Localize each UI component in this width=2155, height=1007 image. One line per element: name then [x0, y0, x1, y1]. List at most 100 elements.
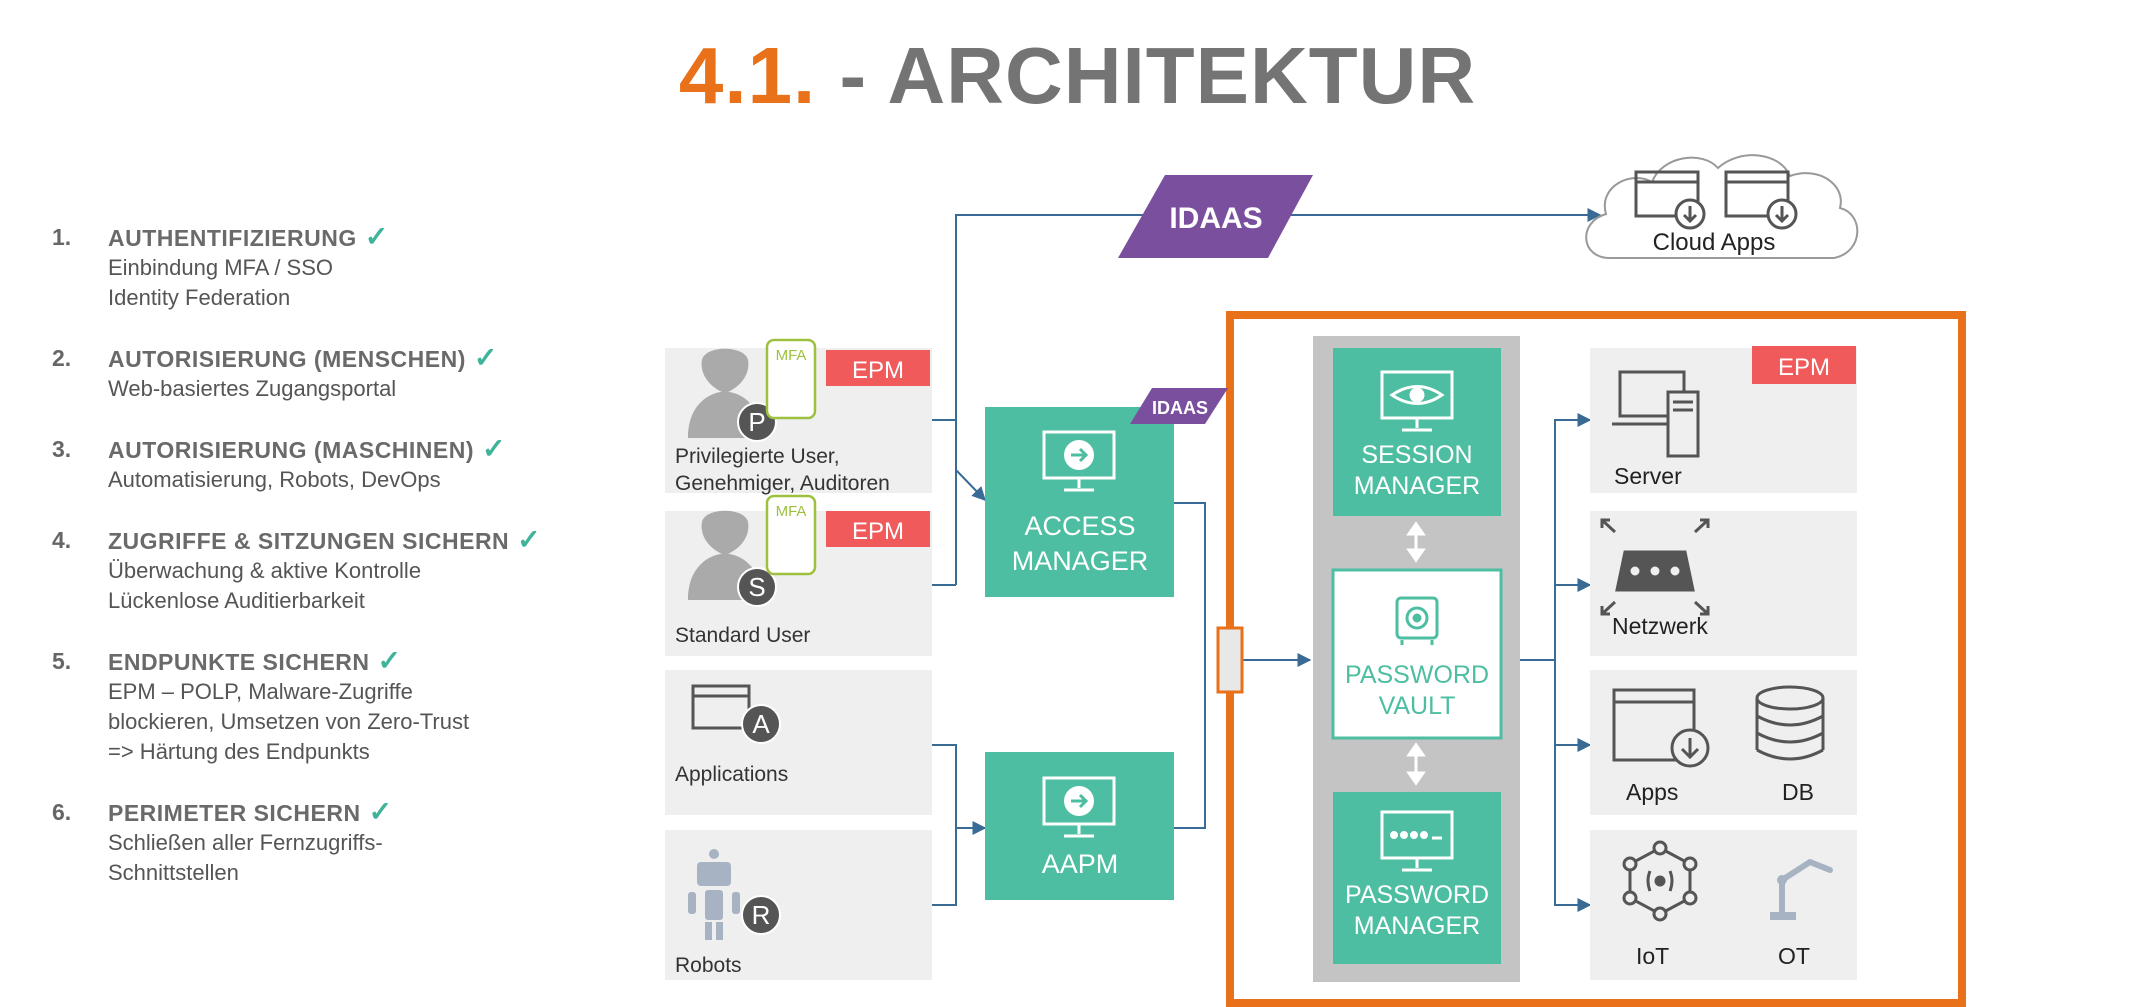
- perimeter-gateway: [1216, 626, 1244, 694]
- list-number: 1.: [52, 224, 72, 250]
- robot-arm-icon: [1770, 859, 1833, 920]
- password-manager-box: PASSWORD MANAGER: [1333, 792, 1501, 964]
- database-icon: [1755, 685, 1825, 761]
- user-badge-letter: S: [748, 572, 765, 602]
- list-item-perimeter: 6. PERIMETER SICHERN✓ Schließen aller Fe…: [52, 797, 612, 888]
- epm-label: EPM: [1778, 354, 1830, 381]
- epm-badge: [826, 511, 930, 547]
- apps-window-icon: [1612, 688, 1710, 768]
- list-number: 3.: [52, 436, 72, 462]
- user-box-applications: A Applications: [665, 670, 932, 815]
- connector-lines: [932, 208, 1602, 912]
- cloud-label: Cloud Apps: [1653, 229, 1776, 256]
- list-description: Schnittstellen: [108, 860, 239, 885]
- connector-to-apps: [1554, 660, 1592, 752]
- check-icon: ✓: [364, 221, 389, 252]
- connector-robots-to-aapm: [932, 828, 957, 906]
- target-label: Netzwerk: [1612, 613, 1708, 639]
- iot-hexagon-icon: [1622, 840, 1698, 922]
- connector-to-iot: [1554, 745, 1592, 912]
- connector-access-out: [1174, 502, 1206, 660]
- list-description: Einbindung MFA / SSO: [108, 255, 334, 280]
- user-box-text: Applications: [675, 763, 788, 786]
- connector-users-to-access: [955, 469, 986, 502]
- list-number: 5.: [52, 648, 72, 674]
- user-box-robots: R Robots: [665, 830, 932, 980]
- check-icon: ✓: [517, 524, 542, 555]
- target-box-server: EPM Server: [1590, 346, 1857, 493]
- password-vault-label: PASSWORD: [1345, 661, 1489, 689]
- page-title: 4.1. - ARCHITEKTUR: [0, 30, 2155, 122]
- user-box-text: Privilegierte User,: [675, 445, 840, 468]
- list-description: Lückenlose Auditierbarkeit: [108, 588, 365, 613]
- connector-targets-bus: [1520, 413, 1592, 661]
- connector-user-p: [932, 419, 957, 585]
- idaas-small-banner: [1130, 388, 1228, 424]
- list-description: => Härtung des Endpunkts: [108, 739, 370, 764]
- epm-label: EPM: [852, 518, 904, 545]
- cloud-apps: Cloud Apps: [1585, 154, 1859, 259]
- mfa-device-icon: [765, 494, 817, 576]
- user-badge-letter: A: [752, 709, 770, 739]
- user-box-standard: S MFA EPM Standard User: [665, 494, 932, 656]
- list-description: Schließen aller Fernzugriffs-: [108, 830, 383, 855]
- list-number: 4.: [52, 527, 72, 553]
- password-vault-box: PASSWORD VAULT: [1331, 568, 1503, 740]
- session-manager-label: MANAGER: [1354, 472, 1480, 500]
- list-heading: PERIMETER SICHERN: [108, 800, 361, 826]
- mfa-label: MFA: [776, 347, 807, 364]
- safe-icon: [1395, 596, 1439, 645]
- epm-badge: [1752, 346, 1856, 384]
- user-box-text: Robots: [675, 954, 742, 977]
- cloud-app-window-icon: [1634, 170, 1798, 230]
- password-monitor-icon: [1380, 810, 1454, 872]
- user-box-text: Standard User: [675, 624, 810, 647]
- list-description: EPM – POLP, Malware-Zugriffe: [108, 679, 413, 704]
- connector-idaas-top: [955, 208, 1602, 420]
- list-description: Web-basiertes Zugangsportal: [108, 376, 397, 401]
- list-number: 2.: [52, 345, 72, 371]
- user-badge: [741, 704, 781, 744]
- user-badge-letter: R: [752, 900, 771, 930]
- check-icon: ✓: [377, 645, 402, 676]
- mfa-label: MFA: [776, 503, 807, 520]
- target-box-iot-ot: IoT OT: [1590, 830, 1857, 980]
- check-icon: ✓: [482, 433, 506, 464]
- list-description: Überwachung & aktive Kontrolle: [108, 558, 422, 583]
- user-badge: [741, 895, 781, 935]
- list-item-autorisierung-menschen: 2. AUTORISIERUNG (MENSCHEN)✓ Web-basiert…: [52, 343, 612, 404]
- monitor-login-icon: [1042, 430, 1116, 492]
- application-window-icon: [691, 684, 751, 730]
- list-heading: AUTHENTIFIZIERUNG: [108, 225, 357, 251]
- user-box-privileged: P MFA EPM Privilegierte User, Genehmiger…: [665, 338, 932, 495]
- target-label: Server: [1614, 463, 1682, 489]
- monitor-login-icon: [1042, 776, 1116, 838]
- check-icon: ✓: [473, 342, 498, 373]
- idaas-label: IDAAS: [1169, 202, 1262, 235]
- vault-arrows: [1406, 521, 1426, 786]
- mfa-device-icon: [765, 338, 817, 420]
- list-number: 6.: [52, 799, 72, 825]
- list-description: Automatisierung, Robots, DevOps: [108, 467, 441, 492]
- list-item-authentifizierung: 1. AUTHENTIFIZIERUNG ✓ Einbindung MFA / S…: [52, 222, 612, 313]
- aapm-label: AAPM: [1042, 849, 1119, 879]
- eye-monitor-icon: [1380, 370, 1454, 432]
- robot-icon: [688, 849, 740, 940]
- password-manager-label: MANAGER: [1354, 912, 1480, 940]
- session-manager-label: SESSION: [1361, 441, 1472, 469]
- list-heading: ENDPUNKTE SICHERN: [108, 649, 370, 675]
- access-manager-label: ACCESS: [1024, 511, 1135, 541]
- epm-badge: [826, 350, 930, 386]
- session-manager-box: SESSION MANAGER: [1333, 348, 1501, 516]
- idaas-banner: [1118, 175, 1313, 258]
- target-label: IoT: [1636, 943, 1669, 969]
- feature-list: 1. AUTHENTIFIZIERUNG ✓ Einbindung MFA / S…: [52, 222, 612, 918]
- connector-apps-to-aapm: [932, 744, 987, 835]
- target-label: Apps: [1626, 779, 1678, 805]
- target-label: DB: [1782, 779, 1814, 805]
- list-item-endpunkte: 5. ENDPUNKTE SICHERN ✓ EPM – POLP, Malwar…: [52, 646, 612, 767]
- access-manager-label: MANAGER: [1012, 546, 1149, 576]
- aapm-box: AAPM: [985, 752, 1174, 900]
- list-item-zugriffe-sitzungen: 4. ZUGRIFFE & SITZUNGEN SICHERN✓ Überwac…: [52, 525, 612, 616]
